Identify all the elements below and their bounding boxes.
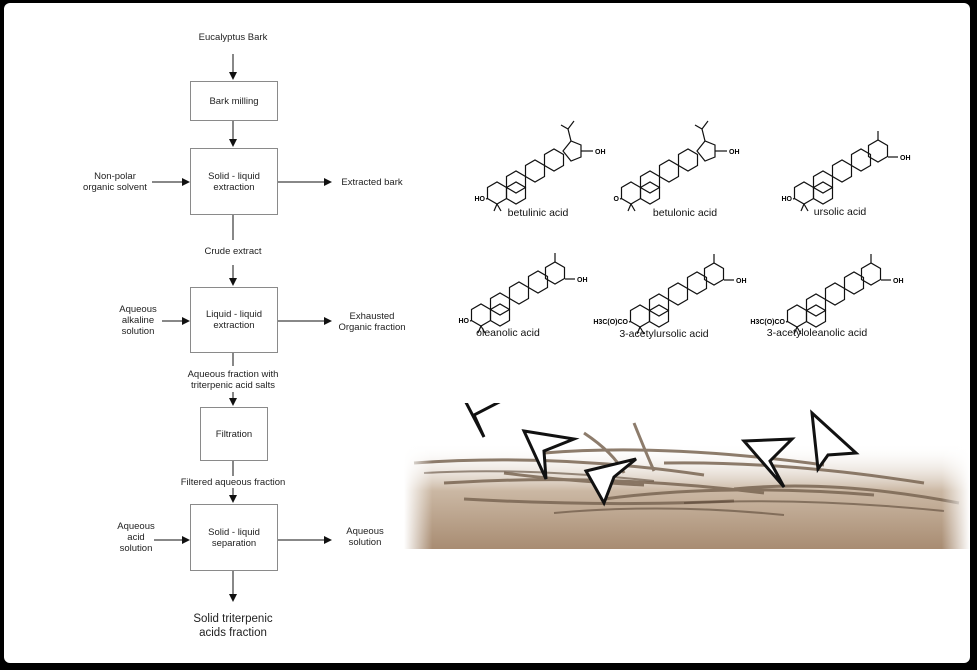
svg-text:OH: OH xyxy=(736,278,747,285)
final-product-label: Solid triterpenic acids fraction xyxy=(173,612,293,640)
svg-text:OH: OH xyxy=(893,278,904,285)
aqueous-acid-label: Aqueous acid solution xyxy=(103,521,169,554)
molecule-structure-1: OH HO xyxy=(475,121,606,211)
svg-text:O: O xyxy=(614,196,620,203)
svg-text:HO: HO xyxy=(782,196,793,203)
filtered-aqueous-label: Filtered aqueous fraction xyxy=(163,477,303,488)
figure-canvas: Eucalyptus Bark Bark milling Solid - liq… xyxy=(4,3,970,663)
svg-text:H3C(O)CO: H3C(O)CO xyxy=(593,319,628,326)
molecule-structure-6: OH H3C(O)CO xyxy=(750,254,903,334)
svg-text:H3C(O)CO: H3C(O)CO xyxy=(750,319,785,326)
filtration-box: Filtration xyxy=(200,407,268,461)
svg-text:OH: OH xyxy=(900,155,911,162)
svg-text:OH: OH xyxy=(595,149,606,156)
molecule-structure-5: OH H3C(O)CO xyxy=(593,254,746,334)
molecule-structure-4: OH HO xyxy=(459,253,588,333)
svg-text:OH: OH xyxy=(729,149,740,156)
svg-text:OH: OH xyxy=(577,277,588,284)
svg-text:HO: HO xyxy=(475,196,486,203)
eucalyptus-bark-photo xyxy=(404,403,970,549)
aqueous-solution-label: Aqueous solution xyxy=(330,526,400,548)
molecules-layer: OH HO OH O OH HO OH HO OH H3C(O)CO OH H3C(O)CO xyxy=(4,3,970,403)
molecule-structure-2: OH O xyxy=(614,121,740,211)
svg-text:HO: HO xyxy=(459,318,470,325)
solid-liquid-separation-box: Solid - liquid separation xyxy=(190,504,278,571)
molecule-structure-3: OH HO xyxy=(782,131,911,211)
